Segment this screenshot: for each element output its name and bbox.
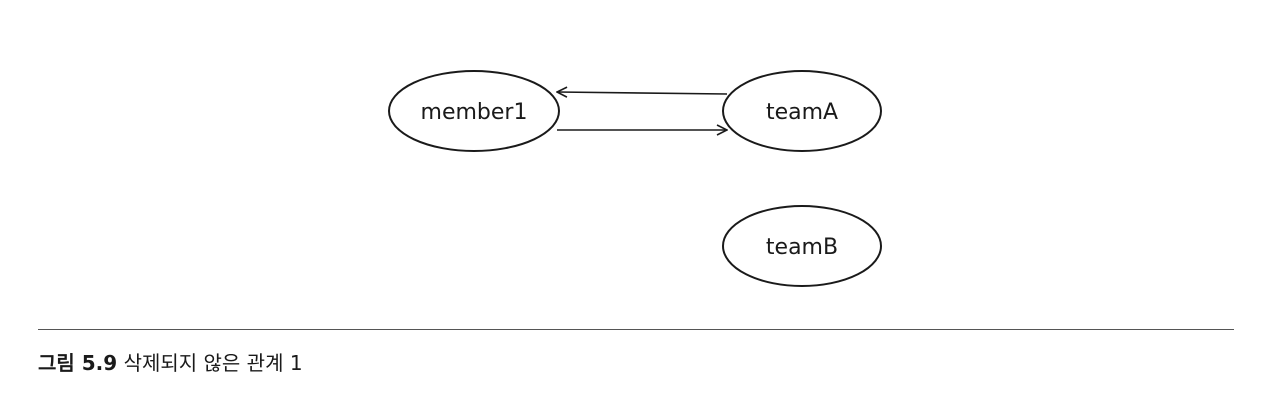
node-teamB-label: teamB <box>766 235 838 260</box>
edge-teamA-to-member1 <box>557 92 728 94</box>
caption-divider <box>38 329 1234 330</box>
node-teamA-label: teamA <box>766 100 838 125</box>
node-teamA: teamA <box>722 70 882 152</box>
node-teamB: teamB <box>722 205 882 287</box>
node-member1: member1 <box>388 70 560 152</box>
figure-caption: 그림 5.9 삭제되지 않은 관계 1 <box>38 347 303 376</box>
node-member1-label: member1 <box>421 100 528 125</box>
figure-caption-text: 삭제되지 않은 관계 1 <box>123 351 303 375</box>
figure-caption-label: 그림 5.9 <box>38 351 118 375</box>
